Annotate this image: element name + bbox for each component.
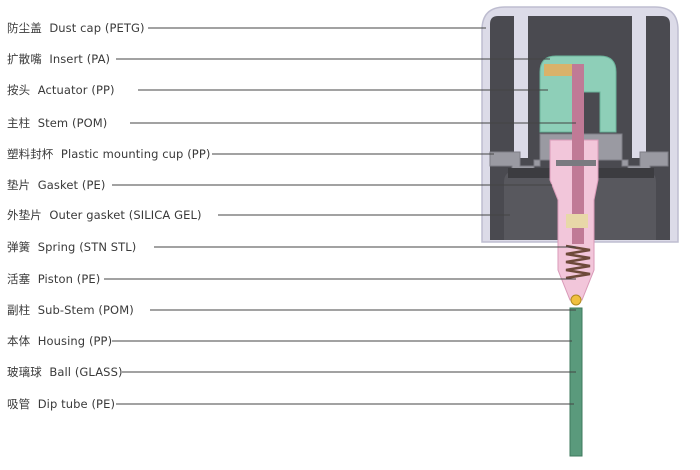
label-insert: 扩散嘴 Insert (PA)	[7, 52, 111, 66]
label-piston: 活塞 Piston (PE)	[7, 272, 101, 286]
label-dip-tube: 吸管 Dip tube (PE)	[7, 397, 116, 411]
gasket	[556, 160, 596, 166]
label-spring: 弹簧 Spring (STN STL)	[7, 240, 137, 254]
label-actuator: 按头 Actuator (PP)	[7, 83, 115, 97]
label-housing: 本体 Housing (PP)	[7, 334, 113, 348]
label-gasket: 垫片 Gasket (PE)	[7, 178, 106, 192]
insert	[544, 64, 580, 76]
piston	[566, 214, 588, 228]
label-dust-cap: 防尘盖 Dust cap (PETG)	[7, 21, 145, 35]
leader-lines	[104, 27, 576, 405]
label-stem: 主柱 Stem (POM)	[7, 116, 108, 130]
label-outer-gasket: 外垫片 Outer gasket (SILICA GEL)	[7, 208, 202, 222]
label-plastic-mounting-cup: 塑料封杯 Plastic mounting cup (PP)	[7, 147, 211, 161]
ball	[570, 294, 582, 306]
stem	[572, 64, 584, 244]
label-sub-stem: 副柱 Sub-Stem (POM)	[7, 303, 134, 317]
dip-tube	[569, 307, 583, 457]
label-ball: 玻璃球 Ball (GLASS)	[7, 365, 123, 379]
spring	[565, 244, 591, 280]
